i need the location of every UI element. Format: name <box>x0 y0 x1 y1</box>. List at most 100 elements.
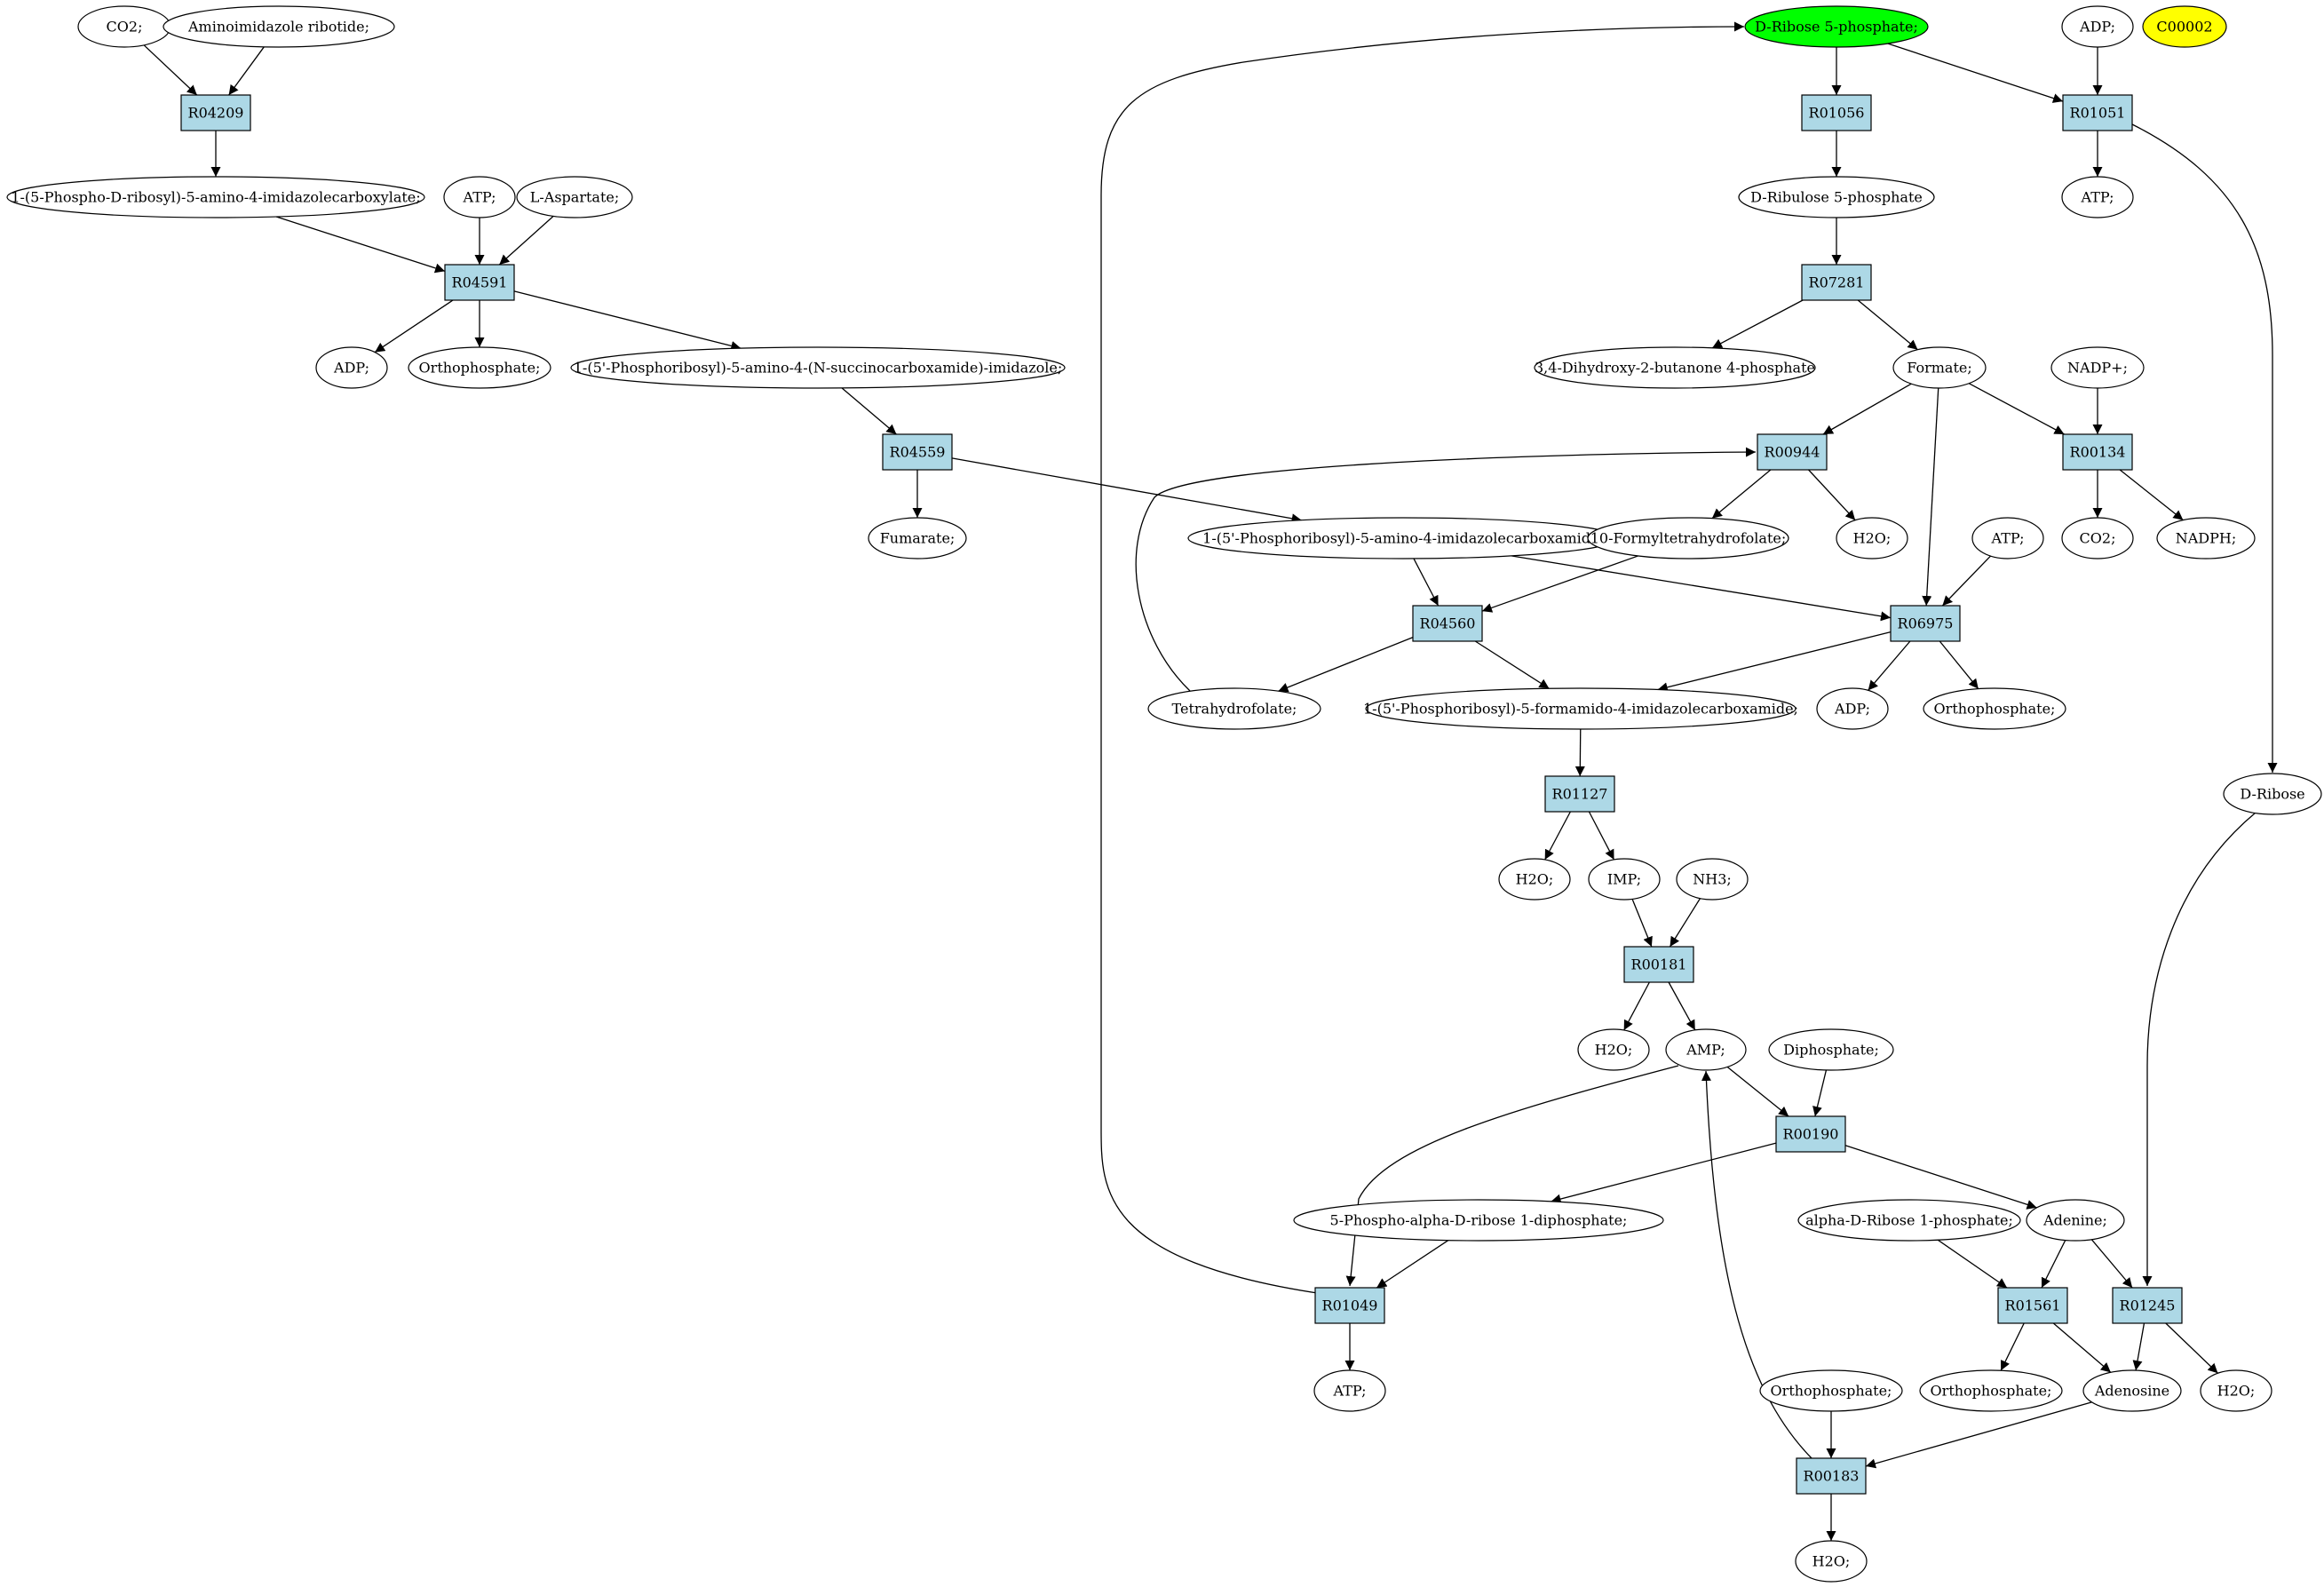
compound-ellipse <box>1971 517 2044 559</box>
compound-nh3[interactable]: NH3; <box>1676 858 1749 901</box>
compound-label: D-Ribose <box>2240 786 2304 803</box>
reaction-r04560[interactable]: R04560 <box>1412 605 1483 642</box>
compound-amp[interactable]: AMP; <box>1665 1028 1747 1071</box>
compound-ribose-1-phosphate[interactable]: alpha-D-Ribose 1-phosphate; <box>1797 1199 2021 1242</box>
reaction-r04591[interactable]: R04591 <box>444 264 515 301</box>
compound-l-aspartate[interactable]: L-Aspartate; <box>516 176 633 218</box>
reaction-r04559[interactable]: R04559 <box>882 433 953 471</box>
edge-R00944-to-formyltetrahydrofolate <box>1711 469 1772 520</box>
compound-ellipse <box>315 346 388 389</box>
compound-label: ADP; <box>1834 701 1870 718</box>
compound-faicar[interactable]: 1-(5'-Phosphoribosyl)-5-formamido-4-imid… <box>1363 687 1798 730</box>
edge-phospho_ribosyl_amino_imidazolecarboxylate-to-R04591 <box>275 216 446 274</box>
reaction-r01127[interactable]: R01127 <box>1544 775 1615 813</box>
compound-label: CO2; <box>2080 530 2116 547</box>
compound-atp-c[interactable]: ATP; <box>1971 517 2044 559</box>
edge-formate-to-R00944 <box>1822 383 1912 435</box>
reaction-label: R06975 <box>1898 615 1954 632</box>
compound-label: Orthophosphate; <box>1771 1383 1892 1400</box>
reaction-label: R01049 <box>1322 1297 1378 1314</box>
compound-label: ADP; <box>333 360 369 377</box>
edge-amp-to-R01049 <box>1345 1065 1679 1287</box>
edge-R00944-to-h2o_a <box>1808 469 1856 521</box>
compound-adp-a[interactable]: ADP; <box>315 346 388 389</box>
reaction-r00944[interactable]: R00944 <box>1757 433 1828 471</box>
compound-atp-b[interactable]: ATP; <box>2061 176 2134 218</box>
compound-formyltetrahydrofolate[interactable]: 10-Formyltetrahydrofolate; <box>1587 517 1789 559</box>
compound-adenosine[interactable]: Adenosine <box>2082 1369 2182 1412</box>
compound-orthophosphate-a[interactable]: Orthophosphate; <box>408 346 551 389</box>
reaction-box <box>1623 946 1694 983</box>
compound-aminoimidazole-ribotide[interactable]: Aminoimidazole ribotide; <box>163 5 395 48</box>
reaction-box <box>1412 605 1483 642</box>
edge-R00181-to-amp <box>1668 981 1696 1031</box>
compound-tetrahydrofolate[interactable]: Tetrahydrofolate; <box>1147 687 1321 730</box>
compound-co2-a[interactable]: CO2; <box>77 5 171 48</box>
compound-fumarate[interactable]: Fumarate; <box>868 517 967 559</box>
compound-orthophosphate-c[interactable]: Orthophosphate; <box>1759 1369 1903 1412</box>
compound-diphosphate[interactable]: Diphosphate; <box>1768 1028 1894 1071</box>
compound-atp-d[interactable]: ATP; <box>1313 1369 1386 1412</box>
reaction-r04209[interactable]: R04209 <box>180 94 251 131</box>
compound-h2o-c[interactable]: H2O; <box>1577 1028 1650 1071</box>
compound-d-ribulose-5-phosphate[interactable]: D-Ribulose 5-phosphate <box>1738 176 1935 218</box>
compound-atp-a[interactable]: ATP; <box>443 176 516 218</box>
compound-label: H2O; <box>1812 1553 1851 1570</box>
compound-c00002[interactable]: C00002 <box>2142 5 2227 48</box>
compound-h2o-e[interactable]: H2O; <box>1795 1540 1868 1583</box>
compound-co2-b[interactable]: CO2; <box>2061 517 2134 559</box>
compound-label: 5-Phospho-alpha-D-ribose 1-diphosphate; <box>1330 1212 1628 1229</box>
reaction-r01561[interactable]: R01561 <box>1997 1287 2068 1324</box>
compound-nadp[interactable]: NADP+; <box>2050 346 2145 389</box>
compound-label: 1-(5-Phospho-D-ribosyl)-5-amino-4-imidaz… <box>11 189 420 206</box>
compound-d-ribose-5-phosphate[interactable]: D-Ribose 5-phosphate; <box>1744 5 1929 48</box>
compound-aicar[interactable]: 1-(5'-Phosphoribosyl)-5-amino-4-imidazol… <box>1187 517 1619 559</box>
reaction-r01051[interactable]: R01051 <box>2062 94 2133 131</box>
compound-imp[interactable]: IMP; <box>1588 858 1661 901</box>
reaction-r06975[interactable]: R06975 <box>1890 605 1961 642</box>
compound-ellipse <box>2142 5 2227 48</box>
compound-dihydroxy-butanone-phosphate[interactable]: 3,4-Dihydroxy-2-butanone 4-phosphate <box>1534 346 1816 389</box>
compound-ellipse <box>163 5 395 48</box>
compound-formate[interactable]: Formate; <box>1892 346 1987 389</box>
compound-phospho-ribosyl-amino-imidazolecarboxylate[interactable]: 1-(5-Phospho-D-ribosyl)-5-amino-4-imidaz… <box>6 176 425 218</box>
compound-d-ribose[interactable]: D-Ribose <box>2223 773 2322 815</box>
edge-aminoimidazole_ribotide-to-R04209 <box>228 46 265 96</box>
reaction-r01049[interactable]: R01049 <box>1314 1287 1385 1324</box>
compound-h2o-d[interactable]: H2O; <box>2200 1369 2272 1412</box>
edge-R07281-to-formate <box>1857 299 1918 351</box>
compound-prpp[interactable]: 5-Phospho-alpha-D-ribose 1-diphosphate; <box>1293 1199 1664 1242</box>
compound-ellipse <box>1293 1199 1664 1242</box>
compound-adp-b[interactable]: ADP; <box>2061 5 2134 48</box>
compound-label: H2O; <box>1853 530 1892 547</box>
reaction-r00183[interactable]: R00183 <box>1796 1457 1867 1495</box>
compound-ellipse <box>2082 1369 2182 1412</box>
compound-ellipse <box>443 176 516 218</box>
reaction-r00134[interactable]: R00134 <box>2062 433 2133 471</box>
edge-adenine-to-R01245 <box>2090 1239 2133 1289</box>
reaction-r00190[interactable]: R00190 <box>1775 1115 1846 1153</box>
compound-h2o-a[interactable]: H2O; <box>1836 517 1908 559</box>
compound-orthophosphate-d[interactable]: Orthophosphate; <box>1919 1369 2063 1412</box>
compound-adenine[interactable]: Adenine; <box>2026 1199 2125 1242</box>
compound-succinocarboxamide-imidazole[interactable]: 1-(5'-Phosphoribosyl)-5-amino-4-(N-succi… <box>570 346 1066 389</box>
reaction-r01056[interactable]: R01056 <box>1801 94 1872 131</box>
reaction-r07281[interactable]: R07281 <box>1801 264 1872 301</box>
compound-ellipse <box>1795 1540 1868 1583</box>
compound-ellipse <box>1365 687 1797 730</box>
reaction-box <box>180 94 251 131</box>
reaction-r00181[interactable]: R00181 <box>1623 946 1694 983</box>
reaction-r01245[interactable]: R01245 <box>2112 1287 2183 1324</box>
compound-h2o-b[interactable]: H2O; <box>1498 858 1571 901</box>
edge-adenosine-to-R00183 <box>1865 1401 2092 1469</box>
reaction-box <box>1757 433 1828 471</box>
compound-adp-c[interactable]: ADP; <box>1816 687 1889 730</box>
compound-nadph[interactable]: NADPH; <box>2156 517 2256 559</box>
compound-label: 1-(5'-Phosphoribosyl)-5-amino-4-imidazol… <box>1202 530 1604 547</box>
edge-co2_a-to-R04209 <box>143 44 198 96</box>
compound-ellipse <box>1744 5 1929 48</box>
reaction-label: R00190 <box>1783 1126 1839 1143</box>
compound-orthophosphate-b[interactable]: Orthophosphate; <box>1923 687 2066 730</box>
compound-label: 1-(5'-Phosphoribosyl)-5-formamido-4-imid… <box>1363 701 1798 718</box>
edge-atp_c-to-R06975 <box>1941 555 1992 607</box>
